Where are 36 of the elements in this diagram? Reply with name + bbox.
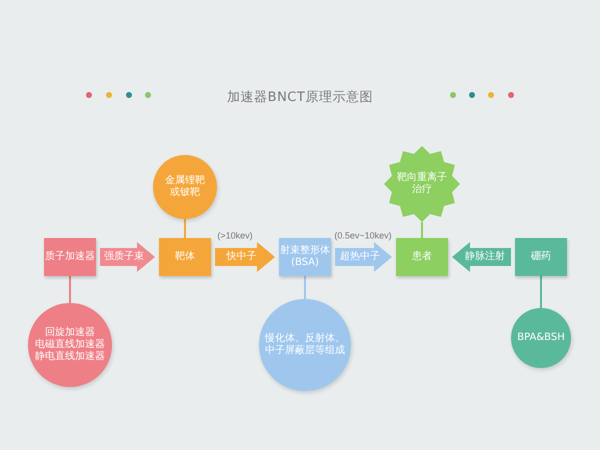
node-label: 硼药	[531, 251, 551, 263]
block-arrow	[100, 242, 155, 272]
edge-label: 快中子	[226, 251, 256, 263]
node-label: 射束整形体(BSA)	[279, 245, 331, 269]
info-circle	[153, 155, 217, 219]
process-box	[396, 238, 448, 276]
node-label: 静电直线加速器	[35, 351, 105, 363]
node-label: 回旋加速器	[45, 327, 95, 338]
edge-label: 强质子束	[104, 251, 144, 263]
process-box	[44, 238, 96, 276]
node-label: 电磁直线加速器	[35, 339, 105, 350]
block-arrow	[215, 242, 275, 272]
starburst-shape	[384, 146, 460, 222]
connector-line	[421, 222, 423, 238]
node-label: 靶向重离子治疗	[396, 172, 448, 196]
connector-line	[540, 276, 542, 308]
energy-label: (>10kev)	[217, 230, 253, 242]
node-label: 慢化体、反射体、中子屏蔽层等组成	[264, 333, 346, 357]
process-box	[515, 238, 567, 276]
block-arrow	[335, 242, 392, 272]
node-label: 患者	[412, 251, 432, 263]
title: 加速器BNCT原理示意图	[227, 89, 373, 106]
node-label: 质子加速器	[45, 251, 95, 263]
edge-label: 超热中子	[340, 251, 380, 263]
node-label: 靶体	[175, 251, 195, 263]
energy-label: (0.5ev~10kev)	[334, 230, 392, 242]
process-box	[279, 238, 331, 276]
connector-line	[69, 276, 71, 303]
edge-label: 静脉注射	[465, 251, 506, 263]
info-circle	[511, 308, 571, 368]
node-label: 金属锂靶或铍靶	[164, 175, 206, 199]
block-arrow	[452, 242, 511, 272]
connector-line	[184, 219, 186, 238]
connector-line	[304, 276, 306, 299]
node-label: BPA&BSH	[517, 332, 565, 344]
process-box	[159, 238, 211, 276]
